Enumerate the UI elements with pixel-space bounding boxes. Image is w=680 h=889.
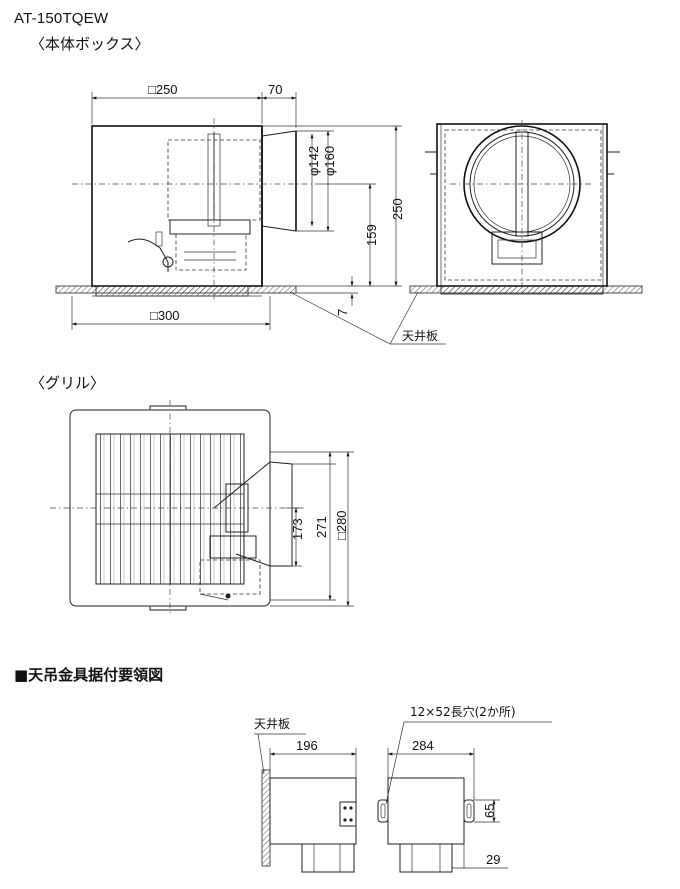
dim-duct-center: 159 (364, 224, 379, 246)
dim-duct-outer: φ160 (322, 146, 337, 176)
dim-box-width: □250 (148, 82, 178, 97)
section-grille: 〈グリル〉 (30, 374, 106, 392)
dim-hanger-depth: 284 (412, 738, 434, 753)
duct-collar (261, 130, 297, 232)
motor-block (175, 233, 247, 271)
section-hanger: ■天吊金具据付要領図 (14, 666, 164, 684)
hanger-ceiling-plate (261, 769, 271, 867)
dim-grille-center: 173 (290, 518, 305, 540)
ceiling-label: 天井板 (402, 329, 438, 343)
slot-label: 12×52長穴(2か所) (410, 704, 516, 719)
model-title: AT-150TQEW (14, 10, 109, 27)
body-box-side-view: □250 70 φ142 φ160 159 250 7 □300 (55, 82, 446, 345)
body-box-front-view (409, 120, 643, 295)
dim-slot-height: 65 (482, 804, 497, 818)
power-cord (127, 238, 169, 272)
grille-view: 173 271 □280 (50, 400, 354, 616)
dim-flange: 7 (335, 309, 350, 316)
hanger-front-body (387, 777, 465, 845)
dim-hanger-width: 196 (296, 738, 318, 753)
grille-duct (213, 461, 293, 567)
hanger-body (269, 777, 357, 845)
hanger-bracket (339, 801, 357, 827)
dim-ceiling-hole: □300 (150, 308, 180, 323)
section-body-box: 〈本体ボックス〉 (30, 35, 150, 53)
slot-left (377, 799, 389, 823)
dim-grille-height: 271 (314, 516, 329, 538)
grille-bottom (95, 285, 249, 297)
motor-bracket (169, 219, 251, 235)
hanger-ceiling-label: 天井板 (254, 717, 290, 731)
dim-duct-depth: 70 (268, 82, 282, 97)
slot-right (463, 799, 475, 823)
hanger-front-view: 12×52長穴(2か所) 284 65 29 (377, 704, 552, 873)
hanger-side-view: 天井板 196 (254, 717, 357, 873)
dim-duct-inner: φ142 (306, 146, 321, 176)
box-outline (91, 125, 263, 287)
front-motor (491, 231, 543, 265)
dim-height: 250 (390, 198, 405, 220)
dim-grille-outer: □280 (334, 510, 349, 540)
dim-slot-offset: 29 (486, 852, 500, 867)
